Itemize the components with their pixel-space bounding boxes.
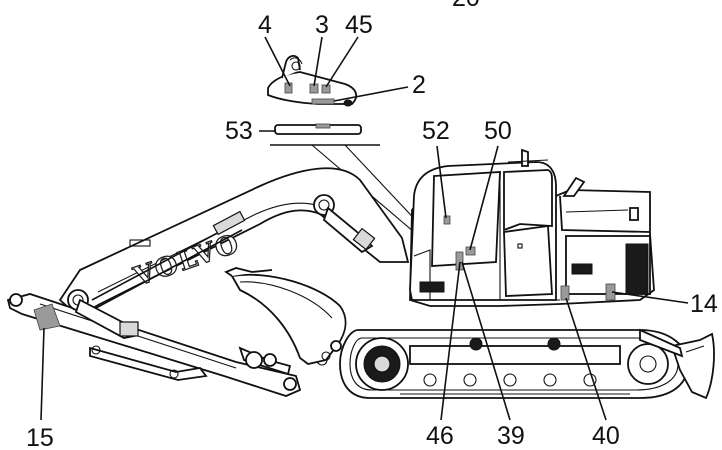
leader-lines [40,145,689,421]
label-15: 15 [26,424,54,450]
bucket [224,267,347,365]
label-53: 53 [225,117,253,145]
dozer-blade [639,328,715,400]
console-strip-inset [270,123,380,146]
label-40: 40 [592,422,620,450]
label-2: 2 [412,71,426,99]
decal-40 [560,285,570,301]
decal-45 [321,84,331,94]
label-3: 3 [315,11,329,39]
decal-15 [33,303,61,331]
label-50: 50 [484,117,512,145]
arm [6,289,328,397]
label-14: 14 [690,290,718,318]
label-39: 39 [497,422,525,450]
label-46: 46 [426,422,454,450]
boom-cylinders [91,210,246,309]
boom: VOLVO [58,167,410,318]
undercarriage [339,329,689,399]
decal-53 [315,123,331,129]
label-52: 52 [422,117,450,145]
label-20-partial: 20 [452,0,480,12]
decal-52 [443,215,451,225]
label-45: 45 [345,11,373,39]
label-4: 4 [258,11,272,39]
cab [409,148,557,301]
decal-2 [311,98,335,105]
control-lever-inset [267,55,358,107]
